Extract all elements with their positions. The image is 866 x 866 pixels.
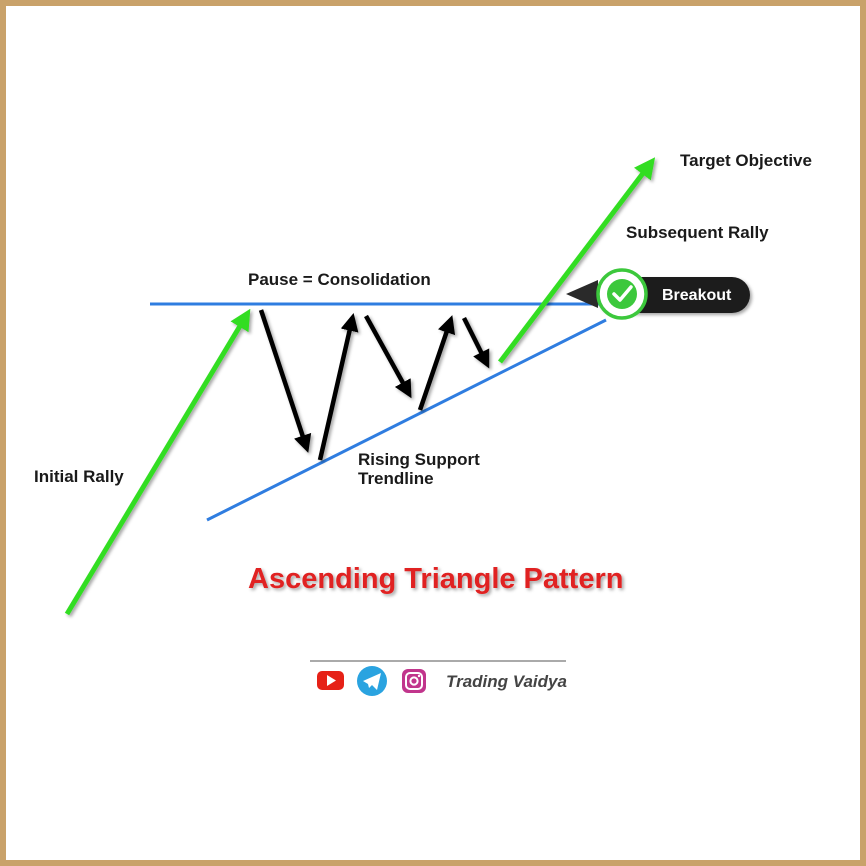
- swing-arrow-up-1: [317, 312, 359, 461]
- brand-name: Trading Vaidya: [446, 672, 567, 691]
- pause-consolidation-label: Pause = Consolidation: [248, 270, 431, 289]
- subsequent-rally-label: Subsequent Rally: [626, 223, 769, 242]
- subsequent-rally-arrow: [498, 157, 656, 364]
- telegram-icon[interactable]: [357, 666, 387, 696]
- youtube-icon[interactable]: [317, 671, 344, 690]
- initial-rally-label: Initial Rally: [34, 467, 124, 486]
- initial-rally-arrow: [64, 308, 251, 616]
- rising-support-label-line2: Trendline: [358, 469, 434, 488]
- swing-arrow-down-1: [258, 309, 312, 453]
- target-objective-label: Target Objective: [680, 151, 812, 170]
- diagram-title: Ascending Triangle Pattern: [248, 563, 623, 595]
- checkmark-icon: [612, 285, 633, 302]
- breakout-badge: Breakout: [566, 268, 750, 320]
- breakout-label: Breakout: [662, 287, 732, 304]
- rising-support-line: [206, 318, 607, 522]
- consolidation-swings: [258, 309, 490, 461]
- rising-support-label-line1: Rising Support: [358, 450, 480, 469]
- swing-arrow-down-2: [364, 314, 412, 399]
- swing-arrow-up-2: [417, 315, 456, 411]
- instagram-icon[interactable]: [402, 669, 426, 693]
- swing-arrow-down-3: [461, 316, 490, 369]
